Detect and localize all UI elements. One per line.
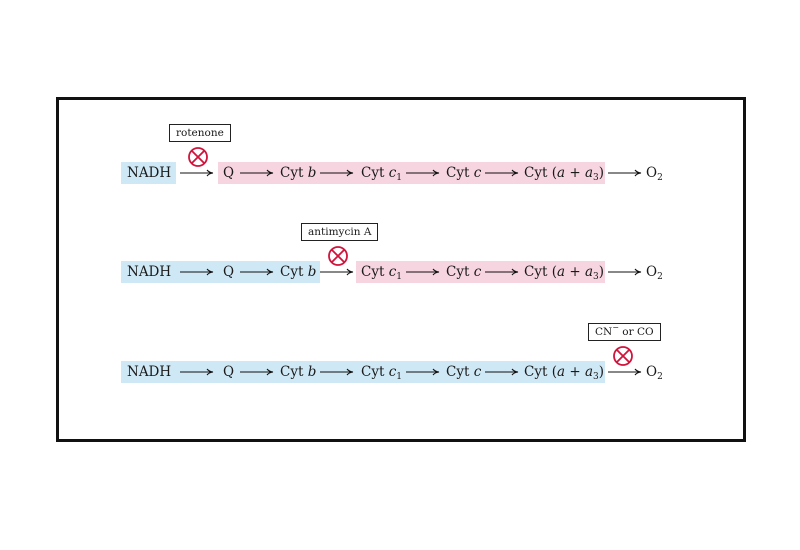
arrow: [608, 362, 642, 382]
highlight-downstream: [356, 261, 605, 283]
arrow: [485, 362, 519, 382]
arrow: [240, 362, 274, 382]
node-cyt-c: Cyt c: [446, 264, 482, 280]
node-nadh: NADH: [127, 364, 172, 380]
cyanide-co-label: CN− or CO: [588, 323, 661, 341]
node-nadh: NADH: [127, 264, 172, 280]
node-cyt-b: Cyt b: [280, 165, 317, 181]
pathway-row-rotenone: NADH Q Cyt b Cyt c1 Cyt c Cyt (a + a3) O…: [0, 162, 800, 186]
arrow: [485, 262, 519, 282]
node-q: Q: [223, 364, 235, 380]
node-cyt-b: Cyt b: [280, 364, 317, 380]
arrow: [320, 362, 354, 382]
arrow: [180, 163, 214, 183]
arrow: [320, 262, 354, 282]
node-q: Q: [223, 165, 235, 181]
arrow: [240, 262, 274, 282]
node-cyt-aa3: Cyt (a + a3): [524, 264, 605, 282]
arrow: [180, 362, 214, 382]
highlight-upstream: [121, 162, 176, 184]
arrow: [406, 362, 440, 382]
node-o2: O2: [646, 165, 663, 183]
node-cyt-c: Cyt c: [446, 165, 482, 181]
inhibitor-symbol-antimycin: [328, 246, 348, 266]
arrow: [485, 163, 519, 183]
node-cyt-c1: Cyt c1: [361, 364, 402, 382]
node-nadh: NADH: [127, 165, 172, 181]
inhibitor-symbol-rotenone: [188, 147, 208, 167]
arrow: [608, 163, 642, 183]
highlight-upstream: [121, 261, 320, 283]
pathway-row-cyanide: NADH Q Cyt b Cyt c1 Cyt c Cyt (a + a3) O…: [0, 361, 800, 385]
node-o2: O2: [646, 364, 663, 382]
inhibitor-symbol-cyanide: [613, 346, 633, 366]
antimycin-label: antimycin A: [301, 223, 379, 241]
arrow: [240, 163, 274, 183]
arrow: [406, 262, 440, 282]
arrow: [608, 262, 642, 282]
arrow: [180, 262, 214, 282]
arrow: [320, 163, 354, 183]
node-q: Q: [223, 264, 235, 280]
node-cyt-c1: Cyt c1: [361, 165, 402, 183]
arrow: [406, 163, 440, 183]
highlight-upstream: [121, 361, 605, 383]
node-cyt-aa3: Cyt (a + a3): [524, 165, 605, 183]
node-o2: O2: [646, 264, 663, 282]
rotenone-label: rotenone: [169, 124, 231, 142]
node-cyt-b: Cyt b: [280, 264, 317, 280]
node-cyt-c1: Cyt c1: [361, 264, 402, 282]
node-cyt-c: Cyt c: [446, 364, 482, 380]
node-cyt-aa3: Cyt (a + a3): [524, 364, 605, 382]
pathway-row-antimycin: NADH Q Cyt b Cyt c1 Cyt c Cyt (a + a3) O…: [0, 261, 800, 285]
